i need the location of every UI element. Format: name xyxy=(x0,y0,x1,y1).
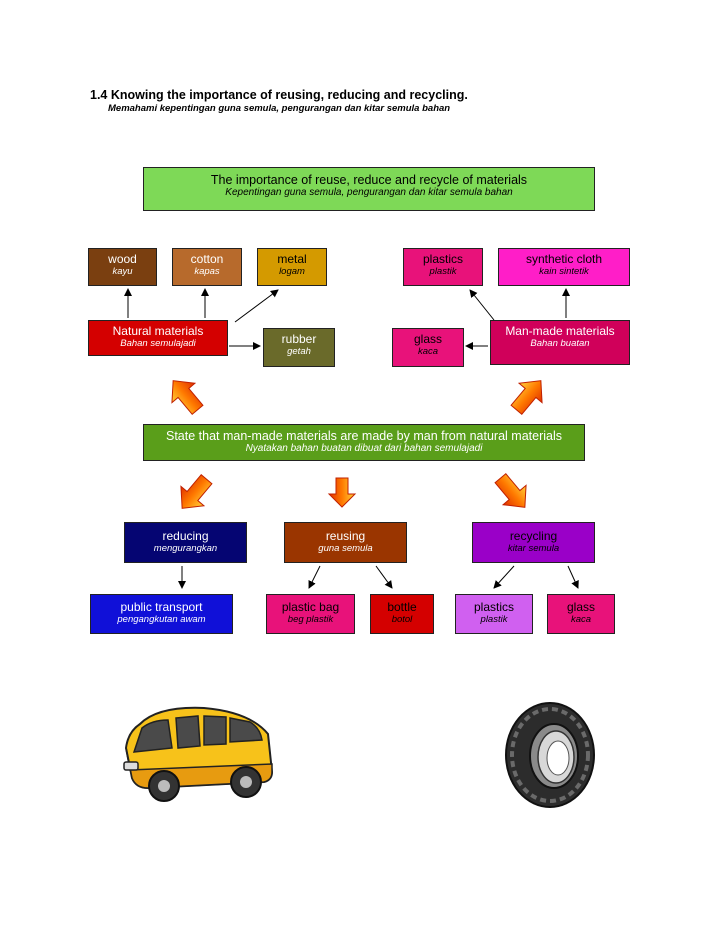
glass-box: glass kaca xyxy=(392,328,464,367)
cotton-label: cotton xyxy=(190,252,224,266)
reusing-sub: guna semula xyxy=(318,543,373,554)
recycle-plastics-sub: plastik xyxy=(480,614,508,625)
manmade-label: Man-made materials xyxy=(505,324,615,338)
synthetic-label: synthetic cloth xyxy=(525,252,603,266)
importance-box: The importance of reuse, reduce and recy… xyxy=(143,167,595,211)
reducing-box: reducing mengurangkan xyxy=(124,522,247,563)
wood-label: wood xyxy=(108,252,137,266)
manmade-materials-box: Man-made materials Bahan buatan xyxy=(490,320,630,365)
recycling-sub: kitar semula xyxy=(507,543,560,554)
rubber-box: rubber getah xyxy=(263,328,335,367)
glass-sub: kaca xyxy=(417,346,439,357)
natural-label: Natural materials xyxy=(112,324,204,338)
natural-sub: Bahan semulajadi xyxy=(120,338,196,349)
metal-sub: logam xyxy=(279,266,305,277)
statement-label: State that man-made materials are made b… xyxy=(165,429,562,443)
fat-arrow-down-left xyxy=(180,474,213,509)
glass-label: glass xyxy=(413,332,442,346)
plastic-bag-sub: beg plastik xyxy=(287,614,334,625)
page-heading: 1.4 Knowing the importance of reusing, r… xyxy=(90,88,468,102)
plastics-sub: plastik xyxy=(429,266,457,277)
fat-arrow-down-right xyxy=(494,473,527,508)
wood-sub: kayu xyxy=(112,266,133,277)
fat-arrow-up-left xyxy=(171,380,204,415)
recycle-glass-sub: kaca xyxy=(570,614,592,625)
school-bus-illustration xyxy=(123,706,274,802)
cotton-box: cotton kapas xyxy=(172,248,242,286)
synthetic-sub: kain sintetik xyxy=(539,266,589,277)
rubber-sub: getah xyxy=(287,346,311,357)
reusing-label: reusing xyxy=(325,529,366,543)
recycle-plastics-box: plastics plastik xyxy=(455,594,533,634)
metal-box: metal logam xyxy=(257,248,327,286)
fat-arrow-up-right xyxy=(510,380,543,415)
synthetic-cloth-box: synthetic cloth kain sintetik xyxy=(498,248,630,286)
tyre-illustration xyxy=(505,702,595,808)
arrow-reusing-to-bottle xyxy=(375,565,393,589)
arrow-recycling-to-glass xyxy=(567,565,579,589)
plastic-bag-box: plastic bag beg plastik xyxy=(266,594,355,634)
recycle-glass-box: glass kaca xyxy=(547,594,615,634)
arrow-manmade-to-plastics xyxy=(469,289,495,321)
plastics-box: plastics plastik xyxy=(403,248,483,286)
public-transport-label: public transport xyxy=(120,600,203,614)
recycling-label: recycling xyxy=(509,529,558,543)
importance-label: The importance of reuse, reduce and recy… xyxy=(210,173,528,187)
rubber-label: rubber xyxy=(281,332,317,346)
importance-sub: Kepentingan guna semula, pengurangan dan… xyxy=(225,187,513,198)
public-transport-box: public transport pengangkutan awam xyxy=(90,594,233,634)
recycle-plastics-label: plastics xyxy=(473,600,514,614)
recycling-box: recycling kitar semula xyxy=(472,522,595,563)
reducing-sub: mengurangkan xyxy=(153,543,218,554)
public-transport-sub: pengangkutan awam xyxy=(117,614,206,625)
bottle-sub: botol xyxy=(391,614,413,625)
statement-box: State that man-made materials are made b… xyxy=(143,424,585,461)
statement-sub: Nyatakan bahan buatan dibuat dari bahan … xyxy=(245,443,483,454)
plastics-label: plastics xyxy=(422,252,463,266)
plastic-bag-label: plastic bag xyxy=(281,600,340,614)
bottle-box: bottle botol xyxy=(370,594,434,634)
metal-label: metal xyxy=(277,252,307,266)
arrow-recycling-to-plastics xyxy=(493,565,515,589)
bottle-label: bottle xyxy=(387,600,417,614)
natural-materials-box: Natural materials Bahan semulajadi xyxy=(88,320,228,356)
arrow-reusing-to-bag xyxy=(308,565,321,589)
recycle-glass-label: glass xyxy=(566,600,595,614)
reusing-box: reusing guna semula xyxy=(284,522,407,563)
page-subheading: Memahami kepentingan guna semula, pengur… xyxy=(108,103,451,114)
fat-arrow-down-center xyxy=(327,477,357,508)
arrow-natural-to-metal xyxy=(234,289,279,323)
reducing-label: reducing xyxy=(162,529,209,543)
wood-box: wood kayu xyxy=(88,248,157,286)
manmade-sub: Bahan buatan xyxy=(530,338,590,349)
cotton-sub: kapas xyxy=(194,266,220,277)
